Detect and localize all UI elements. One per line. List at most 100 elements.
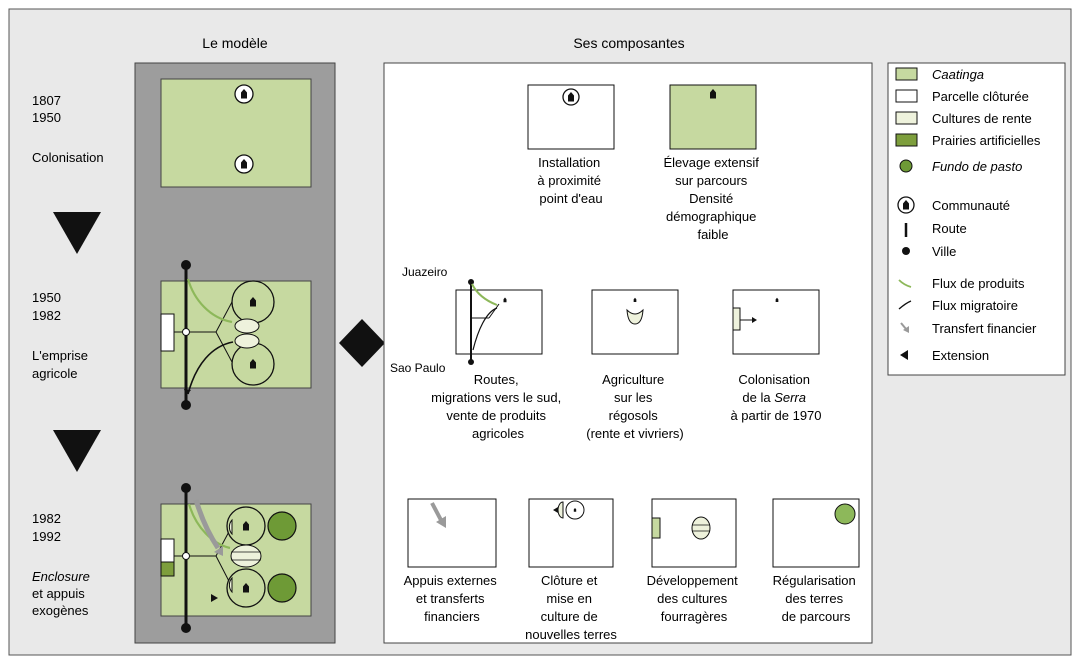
period-3-label-line1: Enclosure xyxy=(32,569,90,584)
component-appuis-box xyxy=(407,498,497,568)
legend-route-label: Route xyxy=(932,221,967,236)
component-installation: Installation à proximité point d'eau xyxy=(527,84,615,206)
component-fourrageres-caption: Développement des cultures fourragères xyxy=(647,573,742,624)
financial-transfer-icon xyxy=(193,499,221,550)
cash-crop-icon xyxy=(234,333,260,349)
city-icon xyxy=(181,483,191,493)
parcel-icon xyxy=(160,538,175,563)
period-2-year-start: 1950 xyxy=(32,290,61,305)
parcel-icon xyxy=(732,307,741,331)
legend-prairies-swatch xyxy=(895,133,918,147)
fundo-de-pasto-icon xyxy=(267,573,297,603)
community-icon xyxy=(562,88,580,106)
period-3-year-end: 1992 xyxy=(32,529,61,544)
legend-migration-flow-icon xyxy=(898,300,912,310)
time-arrow-1-icon xyxy=(53,212,101,254)
city-label-south: Sao Paulo xyxy=(390,361,446,375)
period-3-label-line2: et appuis xyxy=(32,586,85,601)
period-1-label: Colonisation xyxy=(32,150,104,165)
period-1-year-start: 1807 xyxy=(32,93,61,108)
component-agriculture: Agriculture sur les régosols (rente et v… xyxy=(586,289,684,441)
component-fourrageres: Développement des cultures fourragères xyxy=(647,498,742,624)
migration-flow-icon xyxy=(187,341,234,395)
product-flow-icon xyxy=(186,278,233,324)
component-routes: Juazeiro Sao Paulo Routes, migrations ve… xyxy=(390,265,565,441)
component-serra: Colonisation de la Serra à partir de 197… xyxy=(730,289,822,423)
legend-city-icon xyxy=(902,247,910,255)
legend-community-icon xyxy=(897,196,915,214)
component-regularisation-caption: Régularisation des terres de parcours xyxy=(773,573,860,624)
product-flow-icon xyxy=(187,503,231,550)
legend-prairies-label: Prairies artificielles xyxy=(932,133,1041,148)
legend-parcelle-swatch xyxy=(895,89,918,103)
legend-caatinga-label: Caatinga xyxy=(932,67,984,82)
artificial-meadow-icon xyxy=(651,517,661,539)
extension-icon xyxy=(752,317,757,323)
fundo-de-pasto-icon xyxy=(267,511,297,541)
legend-ville-label: Ville xyxy=(932,244,956,259)
component-routes-caption: Routes, migrations vers le sud, vente de… xyxy=(431,372,565,441)
model-stage-1 xyxy=(160,78,312,188)
city-label-north: Juazeiro xyxy=(402,265,448,279)
period-2-label-line1: L'emprise xyxy=(32,348,88,363)
legend-transfer-icon xyxy=(900,322,907,330)
legend-fundo-icon xyxy=(899,159,913,173)
component-installation-caption: Installation à proximité point d'eau xyxy=(537,155,604,206)
period-1-year-end: 1950 xyxy=(32,110,61,125)
legend-rente-swatch xyxy=(895,111,918,125)
model-stage-3 xyxy=(160,483,312,633)
legend: Caatinga Parcelle clôturée Cultures de r… xyxy=(887,62,1066,376)
legend-product-flow-icon xyxy=(898,279,912,288)
component-serra-caption: Colonisation de la Serra à partir de 197… xyxy=(730,372,821,423)
component-appuis-caption: Appuis externes et transferts financiers xyxy=(404,573,501,624)
community-icon xyxy=(234,154,254,174)
community-icon xyxy=(231,280,275,324)
legend-communaute-label: Communauté xyxy=(932,198,1010,213)
period-3-year-start: 1982 xyxy=(32,511,61,526)
component-cloture: Clôture et mise en culture de nouvelles … xyxy=(525,498,617,642)
component-elevage: Élevage extensif sur parcours Densité dé… xyxy=(663,84,762,242)
extension-icon xyxy=(211,594,218,602)
product-flow-icon xyxy=(471,283,498,306)
component-cloture-caption: Clôture et mise en culture de nouvelles … xyxy=(525,573,617,642)
city-icon xyxy=(468,359,474,365)
city-icon xyxy=(468,279,474,285)
community-icon xyxy=(234,84,254,104)
period-2-year-end: 1982 xyxy=(32,308,61,323)
fundo-de-pasto-icon xyxy=(834,503,856,525)
cash-crop-icon xyxy=(691,516,711,540)
connector-diamond-icon xyxy=(339,319,385,367)
legend-parcelle-label: Parcelle clôturée xyxy=(932,89,1029,104)
legend-extension-icon xyxy=(900,350,908,360)
legend-transfert-label: Transfert financier xyxy=(932,321,1037,336)
community-icon xyxy=(226,506,266,546)
community-icon xyxy=(226,568,266,608)
city-icon xyxy=(181,623,191,633)
component-appuis: Appuis externes et transferts financiers xyxy=(404,498,501,624)
financial-transfer-icon xyxy=(430,502,444,523)
cash-crop-icon xyxy=(230,544,262,568)
component-elevage-caption: Élevage extensif sur parcours Densité dé… xyxy=(663,155,762,242)
cash-crop-icon xyxy=(626,308,644,325)
component-agriculture-caption: Agriculture sur les régosols (rente et v… xyxy=(586,372,684,441)
components-header: Ses composantes xyxy=(573,35,684,51)
legend-fundo-label: Fundo de pasto xyxy=(932,159,1022,174)
legend-rente-label: Cultures de rente xyxy=(932,111,1032,126)
period-2: 1950 1982 L'emprise agricole xyxy=(32,290,88,381)
cash-crop-icon xyxy=(234,318,260,334)
legend-caatinga-swatch xyxy=(895,67,918,81)
migration-flow-icon xyxy=(472,307,498,351)
legend-extension-label: Extension xyxy=(932,348,989,363)
component-regularisation: Régularisation des terres de parcours xyxy=(772,498,860,624)
model-header: Le modèle xyxy=(202,35,268,51)
period-2-label-line2: agricole xyxy=(32,366,78,381)
period-1: 1807 1950 Colonisation xyxy=(32,93,104,165)
parcel-icon xyxy=(160,313,175,352)
legend-flux-produits-label: Flux de produits xyxy=(932,276,1025,291)
period-3: 1982 1992 Enclosure et appuis exogènes xyxy=(32,511,90,618)
period-3-label-line3: exogènes xyxy=(32,603,89,618)
time-arrow-2-icon xyxy=(53,430,101,472)
model-stage-2 xyxy=(160,260,312,410)
